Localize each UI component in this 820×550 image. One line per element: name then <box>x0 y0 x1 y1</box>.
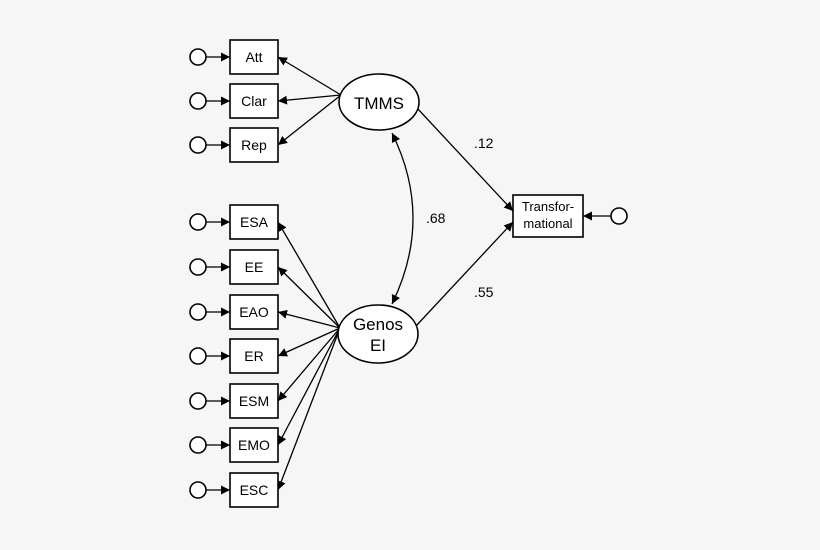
loading-arrow <box>277 327 341 491</box>
indicator-ee: EE <box>229 249 279 285</box>
indicator-esa: ESA <box>229 204 279 240</box>
loading-arrow <box>277 327 341 446</box>
error-circle <box>189 392 207 410</box>
indicator-label: Att <box>245 49 262 65</box>
outcome-transformational: Transfor- mational <box>512 194 584 238</box>
indicator-eao: EAO <box>229 294 279 330</box>
latent-tmms: TMMS <box>338 73 420 131</box>
loading-arrow <box>277 221 341 329</box>
error-circle <box>189 347 207 365</box>
indicator-label: Clar <box>241 93 267 109</box>
loading-arrow <box>277 327 341 357</box>
path-links <box>206 52 611 495</box>
regression-arrow <box>416 107 514 212</box>
indicator-label: EAO <box>239 304 269 320</box>
error-circle <box>189 303 207 321</box>
outcome-label-line2: mational <box>523 216 572 231</box>
correlation-arrow <box>391 132 414 305</box>
latent-label-line1: Genos <box>353 315 403 334</box>
loading-arrow <box>277 309 341 329</box>
loading-arrow <box>277 94 342 146</box>
error-circle <box>189 213 207 231</box>
indicator-label: ER <box>244 348 263 364</box>
regression-arrow <box>415 221 514 327</box>
indicator-label: Rep <box>241 137 267 153</box>
loading-arrow <box>277 56 342 96</box>
error-circle <box>610 207 628 225</box>
indicator-emo: EMO <box>229 427 279 463</box>
indicator-label: ESC <box>240 482 269 498</box>
error-circle <box>189 92 207 110</box>
loading-arrow <box>277 266 341 329</box>
error-circle <box>189 258 207 276</box>
error-circle <box>189 48 207 66</box>
latent-label-line2: EI <box>370 336 386 355</box>
indicator-att: Att <box>229 39 279 75</box>
indicator-label: ESM <box>239 393 269 409</box>
coef-genos-transformational: .55 <box>474 284 494 300</box>
error-circle <box>189 136 207 154</box>
loading-arrow <box>277 94 342 105</box>
indicator-label: ESA <box>240 214 269 230</box>
loading-arrow <box>277 327 341 402</box>
outcome-label-line1: Transfor- <box>522 199 574 214</box>
error-circle <box>189 436 207 454</box>
latent-label: TMMS <box>354 94 404 113</box>
indicator-esm: ESM <box>229 383 279 419</box>
indicator-er: ER <box>229 338 279 374</box>
coef-correlation: .68 <box>426 210 446 226</box>
coef-tmms-transformational: .12 <box>474 135 494 151</box>
indicator-label: EE <box>245 259 264 275</box>
error-circle <box>189 481 207 499</box>
indicator-label: EMO <box>238 437 270 453</box>
error-terms <box>189 48 628 499</box>
indicator-esc: ESC <box>229 472 279 508</box>
latent-genos-ei: Genos EI <box>337 304 419 364</box>
indicator-rep: Rep <box>229 127 279 163</box>
indicator-clar: Clar <box>229 83 279 119</box>
